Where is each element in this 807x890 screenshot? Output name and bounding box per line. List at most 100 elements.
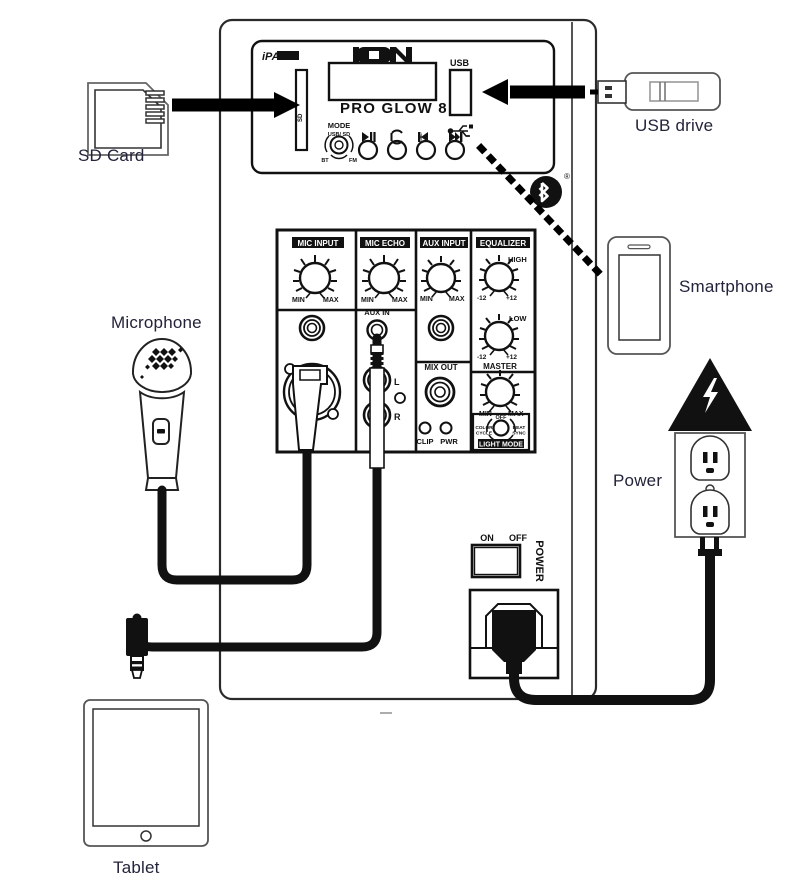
aux-cable [126, 333, 385, 679]
trs-plug [126, 618, 148, 679]
aux-input-jack[interactable] [427, 314, 455, 342]
usb-drive-label: USB drive [635, 116, 714, 135]
tablet-home-button [140, 830, 152, 842]
sd-insert-arrow [172, 92, 300, 118]
svg-text:AUX INPUT: AUX INPUT [422, 239, 465, 248]
sd-card-graphic [87, 82, 169, 156]
mix-out-jack[interactable] [424, 376, 456, 408]
svg-text:L: L [394, 377, 400, 387]
sd-contacts [145, 90, 165, 124]
mic-echo-knob[interactable] [362, 255, 406, 299]
smartphone-graphic [607, 236, 671, 355]
svg-text:COLOR: COLOR [475, 425, 493, 431]
mic-input-knob[interactable] [293, 255, 337, 299]
svg-text:OFF: OFF [509, 533, 527, 543]
svg-text:HIGH: HIGH [508, 255, 527, 264]
light-mode-selector[interactable] [471, 412, 531, 452]
panel-micro-text: iPA PRO GLOW 8 USB SD MODE USB/ SD BT FM… [262, 51, 570, 582]
svg-text:CYCLE: CYCLE [476, 431, 493, 437]
svg-text:USB/ SD: USB/ SD [328, 132, 350, 138]
previous-track-button[interactable] [415, 139, 437, 161]
repeat-icon [390, 129, 403, 145]
microphone-label: Microphone [111, 313, 202, 332]
svg-text:MODE: MODE [328, 121, 351, 130]
svg-text:MAX: MAX [449, 296, 465, 303]
usb-insert-arrow [482, 79, 585, 105]
equalizer-low-knob[interactable] [479, 314, 519, 356]
svg-text:USB: USB [450, 58, 470, 68]
ion-brand-logo [353, 47, 412, 63]
next-icon [449, 132, 463, 142]
svg-text:MIX OUT: MIX OUT [424, 363, 457, 372]
svg-text:ON: ON [480, 533, 494, 543]
svg-text:MIC ECHO: MIC ECHO [365, 239, 405, 248]
svg-text:iPA: iPA [262, 51, 280, 63]
svg-text:-12: -12 [477, 295, 487, 302]
previous-icon [418, 132, 428, 142]
earpiece-speaker [627, 244, 651, 250]
svg-text:OFF: OFF [496, 415, 508, 421]
tablet-label: Tablet [113, 858, 160, 877]
mic-mesh-pattern [140, 347, 183, 379]
svg-text:MIN: MIN [361, 297, 374, 304]
svg-text:+12: +12 [506, 295, 517, 302]
clip-led [418, 421, 432, 435]
equalizer-high-knob[interactable] [479, 255, 519, 297]
svg-text:LOW: LOW [509, 314, 527, 323]
light-mode-plate [478, 439, 524, 448]
svg-text:BT: BT [321, 158, 329, 164]
svg-text:MIN: MIN [292, 297, 305, 304]
ground-screw [394, 392, 406, 404]
smartphone-label: Smartphone [679, 277, 774, 296]
lcd-display [327, 61, 438, 102]
transport-button-group [357, 129, 466, 161]
svg-text:POWER: POWER [533, 540, 545, 582]
mic-input-jack[interactable] [298, 314, 326, 342]
svg-text:CLIP: CLIP [416, 437, 433, 446]
power-cable [492, 551, 715, 705]
play-pause-icon [362, 132, 376, 142]
aux-input-knob[interactable] [421, 256, 461, 298]
svg-text:MIN: MIN [420, 296, 433, 303]
svg-text:MASTER: MASTER [483, 362, 517, 371]
sd-card-label: SD Card [78, 146, 145, 165]
svg-text:FM: FM [349, 158, 357, 164]
top-control-panel [250, 39, 556, 175]
usb-symbol-icon [447, 124, 473, 137]
usb-drive-graphic [590, 72, 721, 111]
svg-text:®: ® [564, 172, 570, 181]
svg-text:-12: -12 [477, 354, 487, 361]
svg-text:AUX IN: AUX IN [364, 308, 389, 317]
svg-text:MAX: MAX [392, 297, 408, 304]
power-label: Power [613, 471, 663, 490]
svg-text:+12: +12 [506, 354, 517, 361]
usb-port [448, 68, 473, 117]
svg-text:SD: SD [298, 113, 304, 122]
mode-knob[interactable] [324, 135, 354, 160]
microphone-cable [157, 365, 328, 585]
ipa-badge-block [277, 51, 299, 60]
tablet-graphic [83, 699, 209, 847]
svg-text:R: R [394, 412, 401, 422]
svg-text:PRO GLOW 8: PRO GLOW 8 [340, 100, 448, 117]
bluetooth-link-dots [476, 143, 606, 280]
repeat-button[interactable] [386, 139, 408, 161]
svg-text:MAX: MAX [508, 411, 524, 418]
pwr-led [439, 421, 453, 435]
svg-text:MIN: MIN [479, 411, 492, 418]
svg-text:MAX: MAX [323, 297, 339, 304]
power-outlet-graphic [668, 358, 752, 556]
bluetooth-icon [530, 176, 562, 208]
svg-text:EQUALIZER: EQUALIZER [480, 239, 526, 248]
svg-text:MIC INPUT: MIC INPUT [298, 239, 339, 248]
play-pause-button[interactable] [357, 139, 379, 161]
sd-card-slot [294, 68, 309, 152]
section-title-plates [292, 237, 530, 248]
microphone-graphic [131, 338, 193, 491]
svg-text:SYNC: SYNC [512, 431, 526, 437]
master-knob[interactable] [480, 370, 520, 413]
svg-text:PWR: PWR [440, 437, 458, 446]
next-track-button[interactable] [444, 139, 466, 161]
